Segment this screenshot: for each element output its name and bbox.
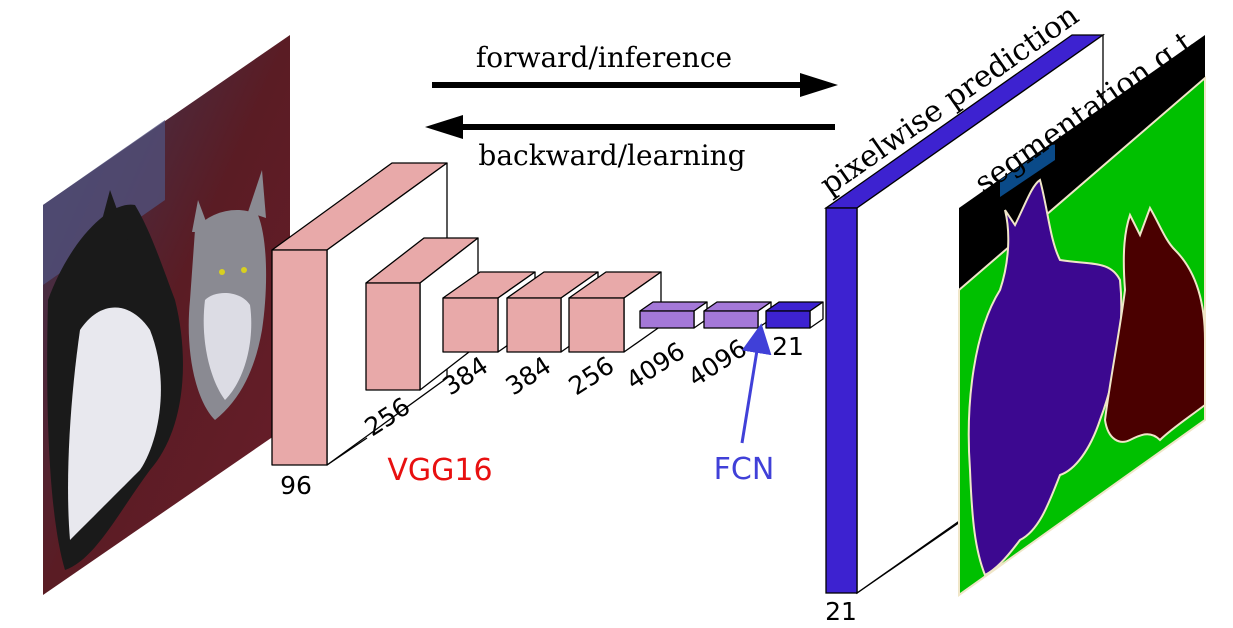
layer-label-5: 256 <box>563 351 619 401</box>
backward-label: backward/learning <box>478 139 745 172</box>
input-photo <box>43 35 290 595</box>
forward-label: forward/inference <box>476 41 732 74</box>
layer-label-8: 21 <box>772 332 804 361</box>
backward-arrow <box>425 115 835 139</box>
output-channels-label: 21 <box>825 597 857 626</box>
forward-arrow <box>432 73 838 97</box>
fcn-pointer-arrow <box>740 323 772 444</box>
layer-block-6 <box>639 301 708 329</box>
fcn-label: FCN <box>714 452 775 487</box>
layer-block-8 <box>765 301 824 329</box>
network-blocks <box>271 162 824 466</box>
layer-label-1: 96 <box>280 471 312 500</box>
segmentation-ground-truth <box>958 35 1206 597</box>
layer-block-2 <box>365 237 479 391</box>
layer-label-7: 4096 <box>683 333 752 392</box>
layer-block-7 <box>703 301 772 329</box>
vgg16-label: VGG16 <box>387 453 492 488</box>
layer-label-4: 384 <box>500 351 556 401</box>
